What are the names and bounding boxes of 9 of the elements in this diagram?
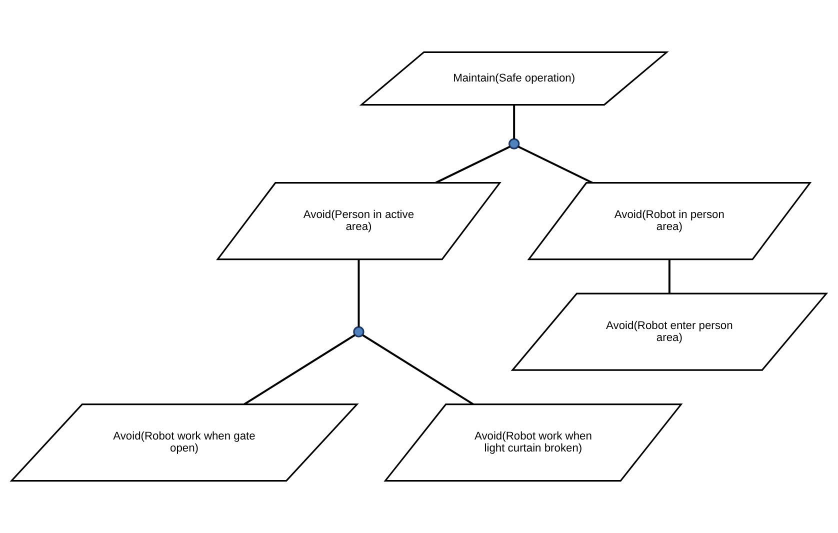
- connector: [358, 259, 360, 327]
- node-circle: [353, 326, 364, 338]
- connector: [244, 334, 356, 406]
- connector: [513, 104, 516, 139]
- node-circle: [508, 138, 520, 150]
- connector: [362, 334, 474, 406]
- connector: [518, 146, 593, 184]
- connector: [668, 259, 670, 294]
- connector: [435, 146, 510, 184]
